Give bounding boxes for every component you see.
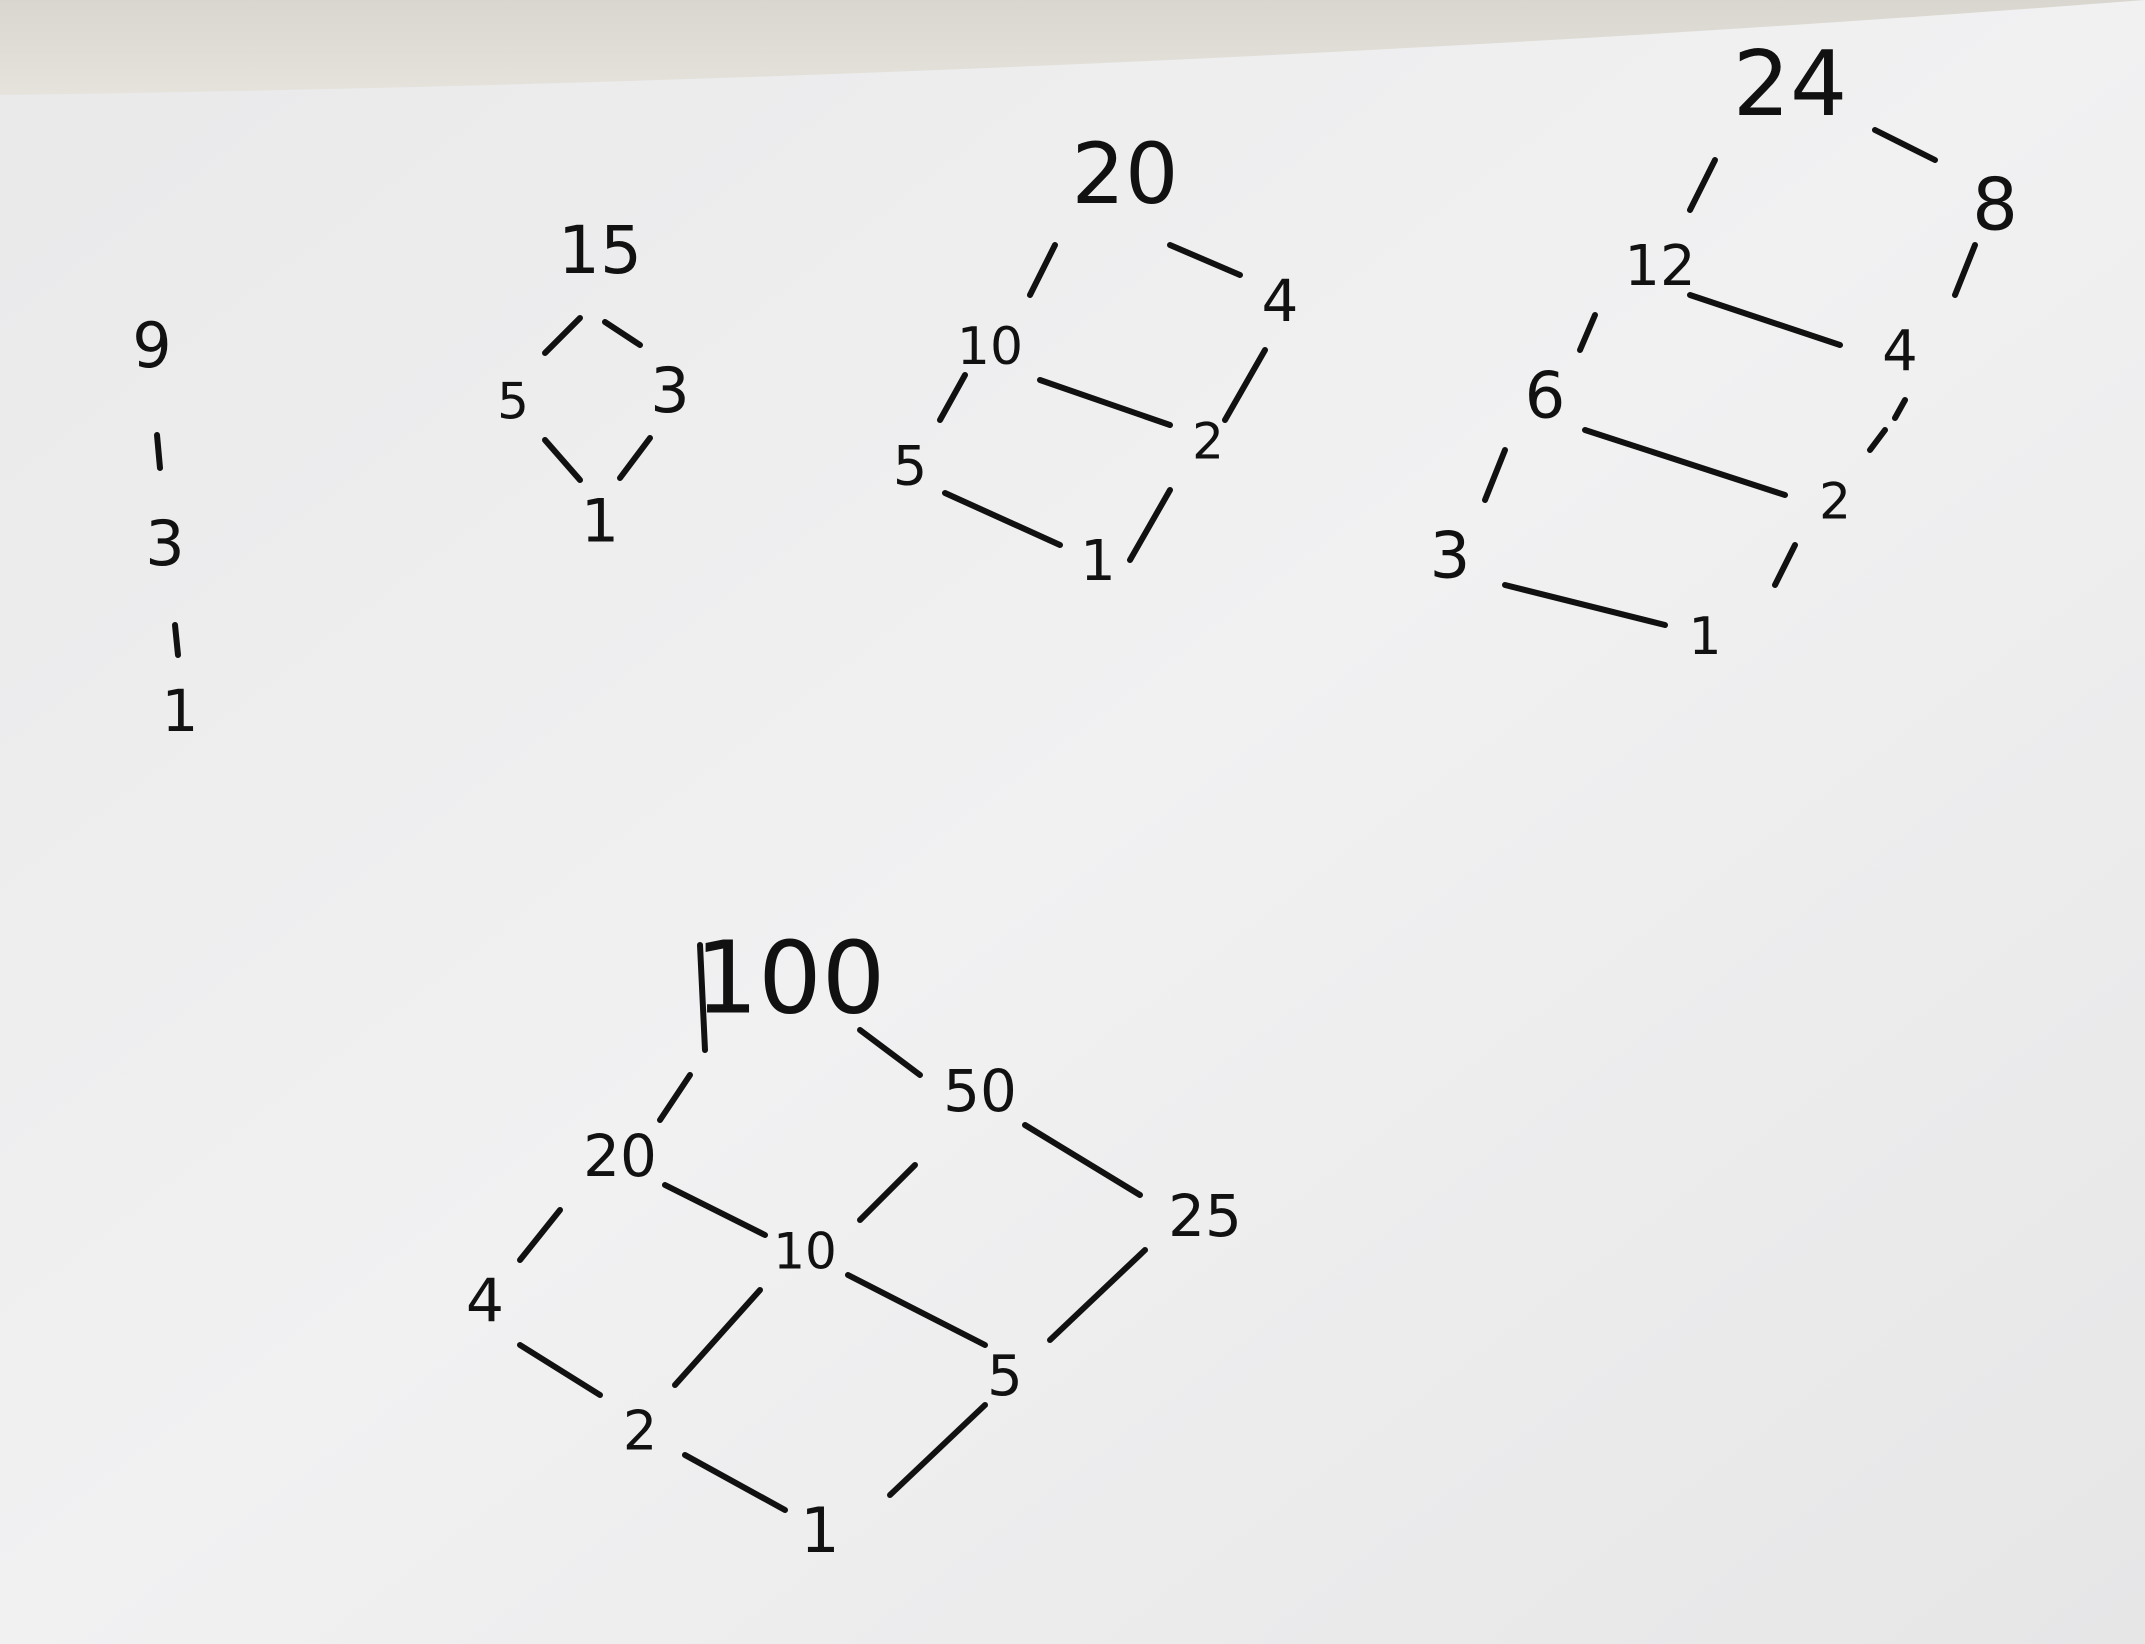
edge	[937, 372, 968, 423]
node-label: 20	[583, 1122, 657, 1190]
edge	[857, 1162, 918, 1223]
node-label: 3	[1430, 520, 1471, 594]
edge	[1892, 397, 1908, 421]
diagram-divisors-15: 15 5 3 1	[497, 212, 690, 557]
node-label: 8	[1972, 163, 2018, 247]
node-label: 2	[623, 1400, 657, 1463]
edge	[1687, 157, 1718, 213]
edge	[845, 1272, 988, 1348]
edge	[542, 437, 583, 483]
node-label: 1	[581, 487, 619, 557]
node-label: 5	[497, 373, 529, 431]
edge	[172, 622, 181, 658]
node-label: 20	[1072, 125, 1179, 223]
edge	[942, 490, 1063, 548]
node-label: 3	[145, 507, 184, 580]
edge	[657, 1072, 693, 1123]
node-label: 100	[695, 919, 886, 1036]
node-label: 5	[893, 435, 927, 498]
node-label: 10	[773, 1223, 837, 1281]
node-label: 1	[162, 677, 199, 745]
node-label: 25	[1168, 1182, 1242, 1250]
edge	[1127, 487, 1173, 563]
node-label: 9	[132, 309, 171, 382]
node-label: 1	[1080, 529, 1116, 594]
edge	[154, 432, 163, 471]
edge	[1047, 1247, 1148, 1343]
edge	[887, 1402, 988, 1498]
node-label: 1	[800, 1494, 839, 1567]
node-label: 50	[943, 1057, 1017, 1125]
node-label: 5	[987, 1344, 1023, 1409]
edge	[1027, 242, 1058, 298]
node-label: 3	[650, 354, 689, 427]
edge	[517, 1207, 563, 1263]
node-label: 24	[1733, 32, 1848, 137]
edge	[662, 1182, 768, 1238]
edge	[672, 1287, 763, 1388]
diagram-divisors-9: 9 3 1	[132, 309, 198, 745]
node-label: 12	[1624, 234, 1695, 299]
edge	[1577, 312, 1598, 353]
diagram-divisors-100: 100 20 50 4 10 25 2 5 1	[466, 919, 1242, 1567]
node-label: 6	[1525, 360, 1566, 434]
edge	[1872, 127, 1938, 163]
node-label: 10	[957, 317, 1023, 377]
edge	[602, 319, 643, 348]
edge	[697, 942, 708, 1053]
edge	[1772, 542, 1798, 588]
node-label: 1	[1688, 607, 1721, 667]
node-label: 4	[466, 1267, 504, 1337]
diagram-divisors-20: 20 10 4 5 2 1	[893, 125, 1299, 594]
edge	[1222, 347, 1268, 423]
edge	[1502, 582, 1668, 628]
node-label: 4	[1882, 319, 1918, 384]
node-label: 2	[1819, 473, 1851, 531]
edge	[1582, 427, 1788, 498]
edge	[1867, 427, 1888, 453]
edge	[1687, 292, 1843, 348]
node-label: 15	[558, 212, 642, 289]
edge	[542, 315, 583, 356]
node-label: 2	[1192, 413, 1224, 471]
edge	[1037, 377, 1173, 428]
edge	[1482, 447, 1508, 503]
edge	[517, 1342, 603, 1398]
edge	[1952, 242, 1978, 298]
edge	[857, 1027, 923, 1078]
edge	[617, 435, 653, 481]
node-label: 4	[1262, 267, 1299, 335]
diagram-divisors-24: 24 8 12 4 6 2 3 1	[1430, 32, 2018, 667]
edge	[682, 1452, 788, 1513]
edge	[1022, 1122, 1143, 1198]
edge	[1167, 242, 1243, 278]
